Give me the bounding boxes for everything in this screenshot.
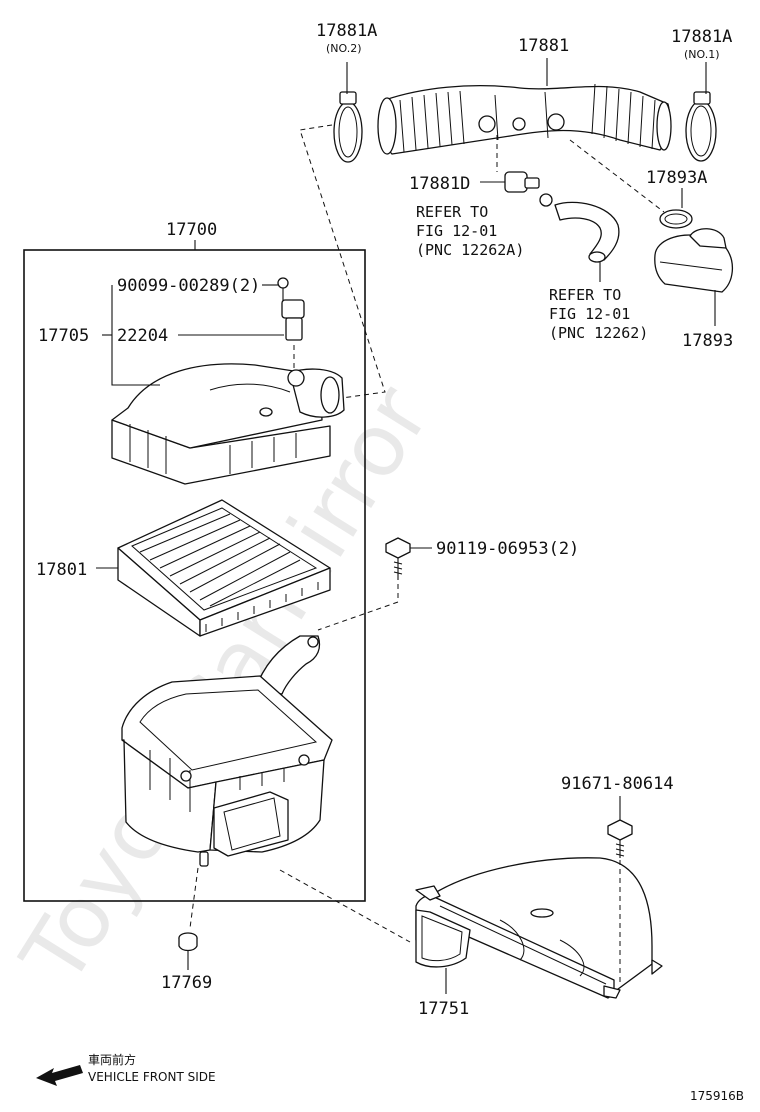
label-refer2-line3: (PNC 12262) <box>549 324 648 342</box>
air-filter-element[interactable] <box>117 499 331 637</box>
label-refer1-line3: (PNC 12262A) <box>416 241 524 259</box>
intake-hose[interactable] <box>377 83 672 155</box>
label-assembly: 17700 <box>166 220 217 240</box>
hose-fitting[interactable] <box>504 171 553 207</box>
air-flow-sensor[interactable] <box>281 299 305 368</box>
label-refer1-line1: REFER TO <box>416 203 488 221</box>
air-intake-duct[interactable] <box>415 857 663 999</box>
front-direction-arrow-icon <box>36 1065 83 1086</box>
label-element: 17801 <box>36 560 87 580</box>
direction-label-jp: 車両前方 <box>88 1052 136 1067</box>
label-bolt-right: 91671-80614 <box>561 774 674 794</box>
label-sensor: 22204 <box>117 326 168 346</box>
label-hose: 17881 <box>518 36 569 56</box>
resonator[interactable] <box>654 228 733 293</box>
breather-hose <box>554 201 620 261</box>
label-clamp-no2: 17881A <box>316 21 377 41</box>
label-duct: 17751 <box>418 999 469 1019</box>
label-clamp-no1-sub: (NO.1) <box>684 48 720 61</box>
label-resonator: 17893 <box>682 331 733 351</box>
air-cleaner-case[interactable] <box>121 635 333 867</box>
label-refer2-line1: REFER TO <box>549 286 621 304</box>
label-clamp-no2-sub: (NO.2) <box>326 42 362 55</box>
label-clamp-17893a: 17893A <box>646 168 707 188</box>
screw-top[interactable] <box>277 277 289 302</box>
label-grommet: 17769 <box>161 973 212 993</box>
drawing-number: 175916B <box>690 1089 744 1103</box>
bolt-middle[interactable] <box>385 537 411 580</box>
grommet[interactable] <box>178 932 198 952</box>
label-refer1-line2: FIG 12-01 <box>416 222 497 240</box>
label-bolt-middle: 90119-06953(2) <box>436 539 579 559</box>
clamp-no2[interactable] <box>333 91 363 163</box>
clamp-no1[interactable] <box>685 91 717 162</box>
label-clamp-no1: 17881A <box>671 27 732 47</box>
clamp-17893a[interactable] <box>659 209 693 229</box>
label-cap: 17705 <box>38 326 89 346</box>
label-fitting: 17881D <box>409 174 470 194</box>
air-cleaner-cap[interactable] <box>111 363 345 485</box>
bolt-right[interactable] <box>607 819 633 858</box>
direction-label-en: VEHICLE FRONT SIDE <box>88 1070 216 1084</box>
label-screw-top: 90099-00289(2) <box>117 276 260 296</box>
label-refer2-line2: FIG 12-01 <box>549 305 630 323</box>
